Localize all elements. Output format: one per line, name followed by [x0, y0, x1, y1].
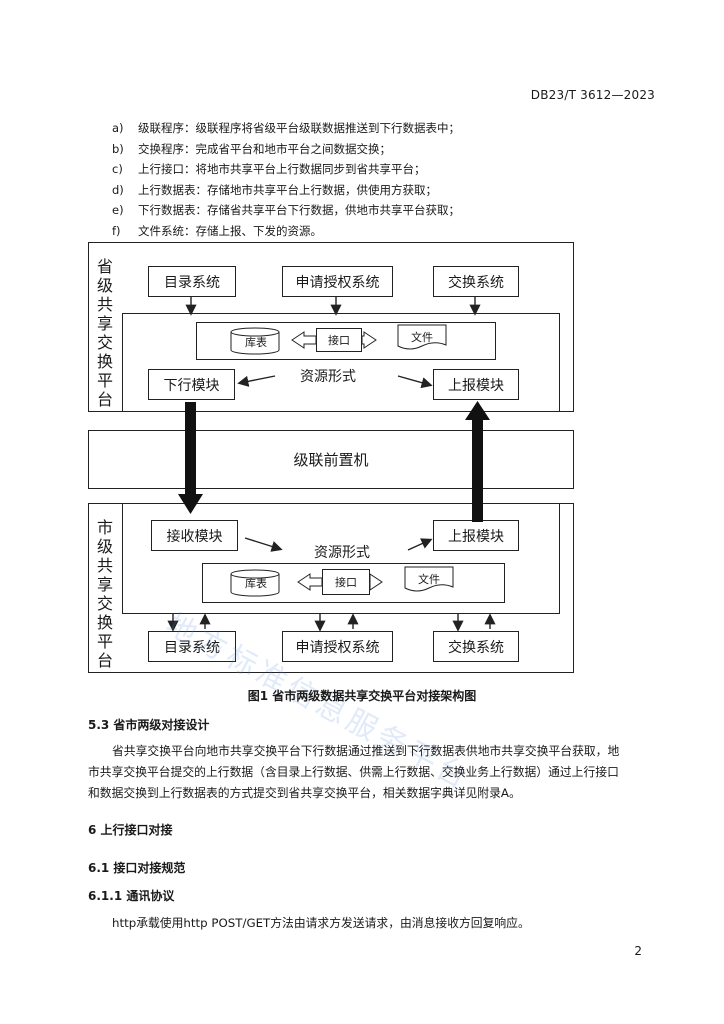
cascade-frontend-box: 级联前置机	[88, 430, 574, 489]
province-down-module: 下行模块	[148, 369, 235, 400]
province-authorization-box: 申请授权系统	[282, 266, 393, 297]
section-heading: 5.3 省市两级对接设计	[88, 718, 210, 732]
province-side-label: 省级共享交换平台	[96, 257, 113, 409]
page-number: 2	[634, 944, 642, 958]
province-table-label: 库表	[245, 336, 267, 349]
section-heading: 6 上行接口对接	[88, 823, 173, 837]
list-item: e)下行数据表：存储省共享平台下行数据，供地市共享平台获取；	[112, 203, 460, 218]
list-item: d)上行数据表：存储地市共享平台上行数据，供使用方获取；	[112, 182, 437, 197]
figure-caption: 图1 省市两级数据共享交换平台对接架构图	[247, 689, 477, 703]
city-file-label: 文件	[418, 573, 440, 586]
list-item: f)文件系统：存储上报、下发的资源。	[112, 223, 322, 238]
city-exchange-box: 交换系统	[433, 631, 519, 662]
province-interface-box: 接口	[316, 328, 362, 352]
city-side-label: 市级共享交换平台	[96, 518, 113, 670]
section-heading: 6.1 接口对接规范	[88, 861, 186, 875]
component-list: a)级联程序：级联程序将省级平台级联数据推送到下行数据表中； b)交换程序：完成…	[112, 118, 460, 242]
province-exchange-box: 交换系统	[433, 266, 519, 297]
list-item: a)级联程序：级联程序将省级平台级联数据推送到下行数据表中；	[112, 121, 460, 135]
province-resource-form-label: 资源形式	[300, 369, 356, 385]
list-item: b)交换程序：完成省平台和地市平台之间数据交换；	[112, 141, 391, 156]
city-interface-box: 接口	[322, 569, 370, 595]
province-catalog-box: 目录系统	[148, 266, 236, 297]
architecture-diagram: 省级共享交换平台 目录系统 申请授权系统 交换系统 库表 接口 文件 资源形式 …	[88, 242, 574, 673]
province-file-label: 文件	[411, 331, 433, 344]
city-receive-module: 接收模块	[151, 520, 238, 551]
section-heading: 6.1.1 通讯协议	[88, 889, 175, 903]
city-authorization-box: 申请授权系统	[282, 631, 393, 662]
document-code: DB23/T 3612—2023	[530, 88, 655, 102]
list-item: c)上行接口：将地市共享平台上行数据同步到省共享平台；	[112, 162, 426, 177]
city-catalog-box: 目录系统	[148, 631, 236, 662]
city-upload-module: 上报模块	[433, 520, 519, 551]
city-resource-form-label: 资源形式	[314, 545, 370, 561]
province-upload-module: 上报模块	[433, 369, 519, 400]
city-table-label: 库表	[245, 577, 267, 590]
section-paragraph: 省共享交换平台向地市共享交换平台下行数据通过推送到下行数据表供地市共享交换平台获…	[88, 744, 620, 800]
section-paragraph: http承载使用http POST/GET方法由请求方发送请求，由消息接收方回复…	[112, 916, 530, 930]
